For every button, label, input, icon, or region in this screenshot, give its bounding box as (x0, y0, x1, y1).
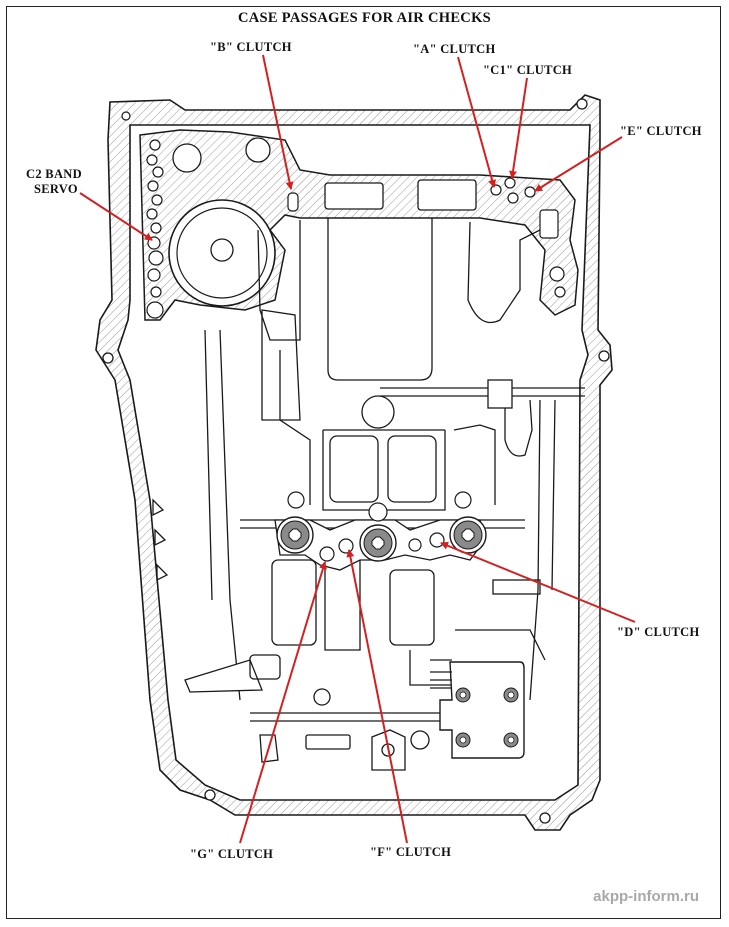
servo-hole-column (146, 139, 164, 319)
b-clutch-arrow (262, 54, 294, 190)
f-clutch-arrow (346, 549, 408, 844)
c1-clutch-arrow (509, 77, 528, 179)
c2-band-servo-arrow (79, 192, 153, 241)
d-clutch-arrow (440, 541, 636, 623)
diagram-title: CASE PASSAGES FOR AIR CHECKS (237, 10, 492, 26)
callout-arrows (79, 54, 636, 844)
c2-band-label-line2: SERVO (34, 182, 78, 196)
e-clutch-arrow (534, 136, 623, 192)
e-clutch-label: "E" CLUTCH (620, 124, 702, 138)
case-outline (95, 94, 613, 831)
watermark: akpp-inform.ru (593, 888, 699, 905)
a-clutch-label: "A" CLUTCH (413, 42, 496, 56)
d-clutch-label: "D" CLUTCH (617, 625, 700, 639)
c1-clutch-label: "C1" CLUTCH (483, 63, 573, 77)
f-clutch-label: "F" CLUTCH (370, 845, 452, 859)
lower-right-block (430, 659, 525, 759)
c2-band-label-line1: C2 BAND (26, 167, 82, 181)
g-clutch-label: "G" CLUTCH (190, 847, 274, 861)
b-clutch-label: "B" CLUTCH (210, 40, 292, 54)
bolt-strip (274, 491, 487, 571)
g-clutch-arrow (239, 561, 327, 844)
upper-channel-plate (139, 129, 579, 321)
a-clutch-arrow (457, 56, 496, 188)
